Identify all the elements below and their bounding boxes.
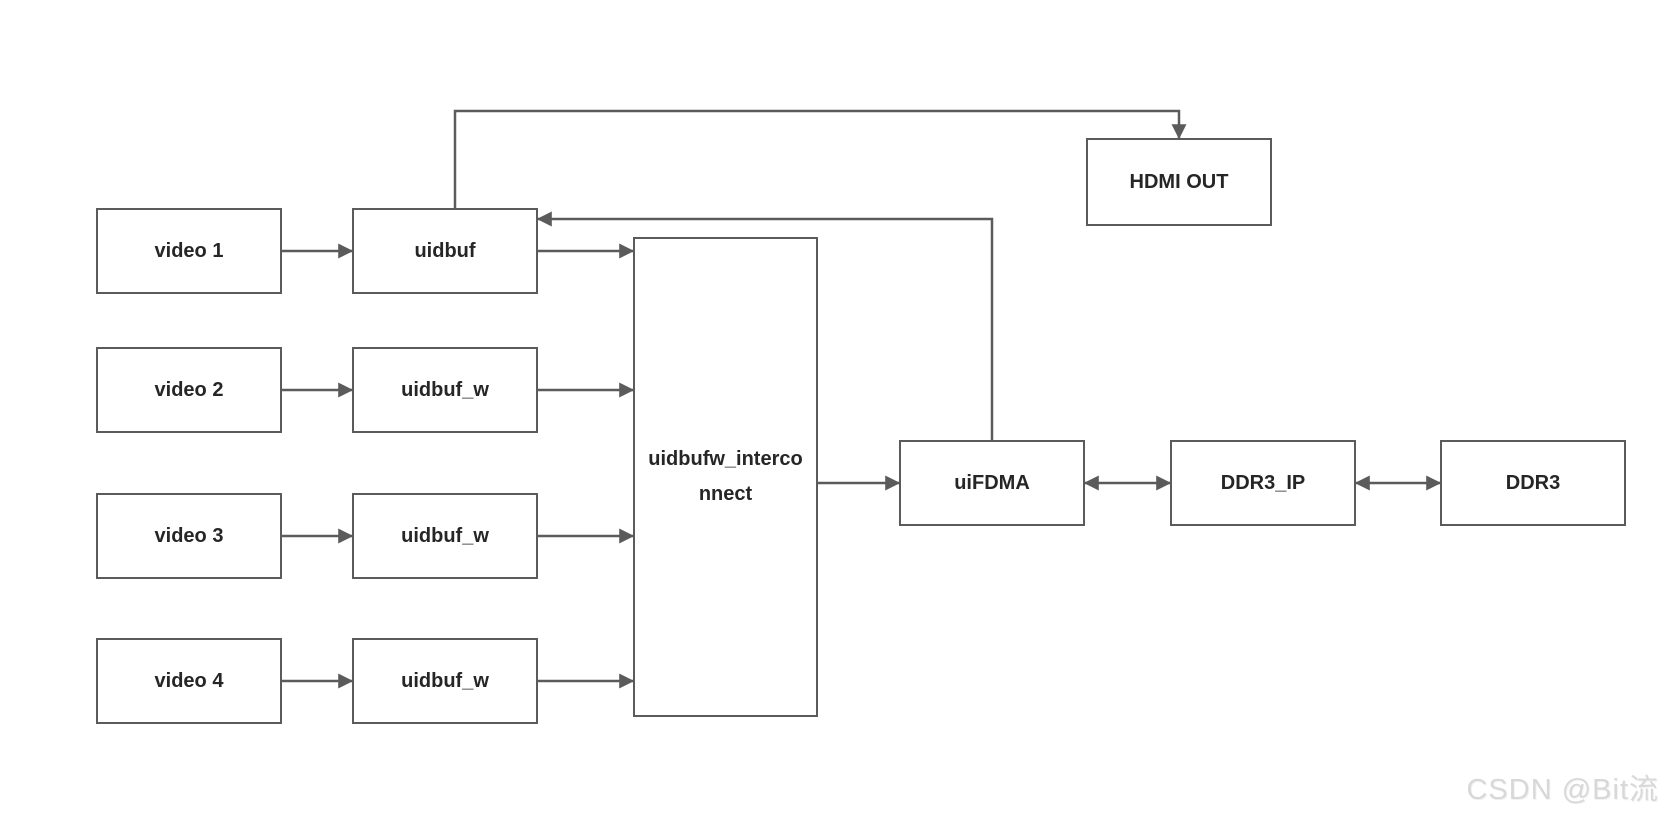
block-video-2-label: video 2: [154, 378, 224, 401]
block-video-3: video 3: [96, 493, 282, 579]
watermark: CSDN @Bit流: [1466, 774, 1659, 806]
block-uidbuf-w-4: uidbuf_w: [352, 638, 538, 724]
block-video-1: video 1: [96, 208, 282, 294]
block-uidbufw-interconnect: uidbufw_interconnect: [633, 237, 818, 717]
block-ddr3: DDR3: [1440, 440, 1626, 526]
block-uidbuf-w-3: uidbuf_w: [352, 493, 538, 579]
block-uifdma: uiFDMA: [899, 440, 1085, 526]
block-uidbuf-label: uidbuf: [414, 239, 476, 262]
block-video-3-label: video 3: [154, 524, 224, 547]
block-uidbuf: uidbuf: [352, 208, 538, 294]
block-ddr3-label: DDR3: [1505, 471, 1561, 494]
block-video-4-label: video 4: [154, 669, 224, 692]
block-uidbuf-w-2-label: uidbuf_w: [401, 378, 489, 401]
block-hdmi-out: HDMI OUT: [1086, 138, 1272, 226]
block-uidbufw-interconnect-label: uidbufw_interconnect: [648, 448, 803, 505]
block-uidbuf-w-4-label: uidbuf_w: [401, 669, 489, 692]
connector-uidbuf-to-hdmi-out: [453, 109, 1187, 208]
block-ddr3-ip-label: DDR3_IP: [1220, 471, 1306, 494]
block-uidbuf-w-2: uidbuf_w: [352, 347, 538, 433]
block-video-1-label: video 1: [154, 239, 224, 262]
block-hdmi-out-label: HDMI OUT: [1129, 170, 1229, 193]
block-ddr3-ip: DDR3_IP: [1170, 440, 1356, 526]
block-video-2: video 2: [96, 347, 282, 433]
block-uifdma-label: uiFDMA: [954, 471, 1030, 494]
connector-uifdma-to-uidbuf-feedback: [536, 211, 994, 440]
block-uidbuf-w-3-label: uidbuf_w: [401, 524, 489, 547]
block-video-4: video 4: [96, 638, 282, 724]
